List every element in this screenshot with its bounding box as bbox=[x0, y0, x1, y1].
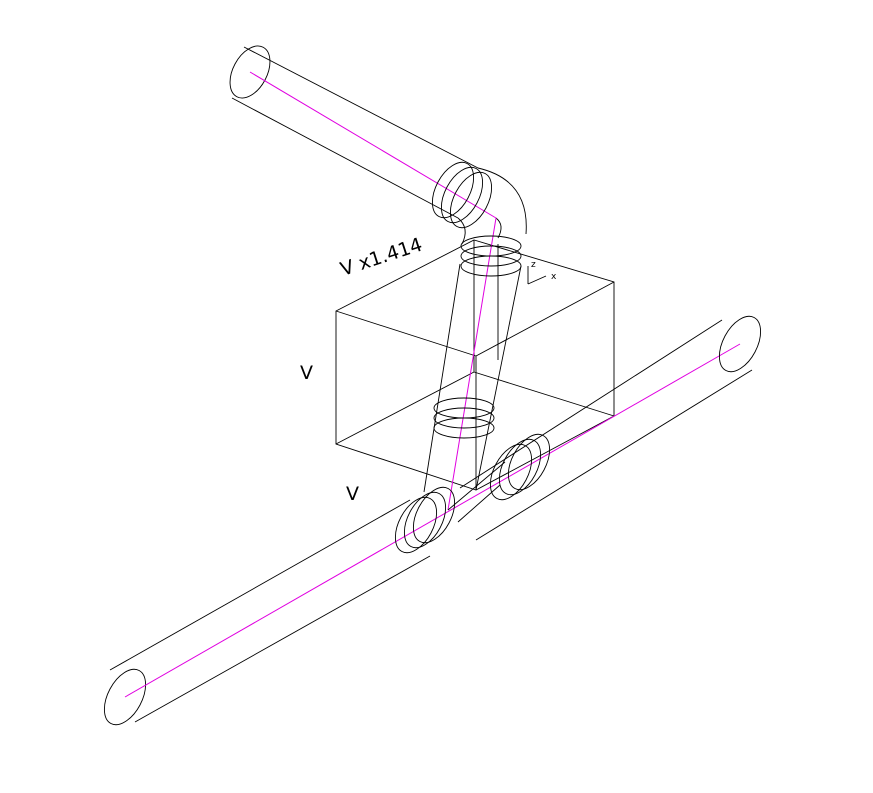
diagonal-pipe bbox=[423, 217, 522, 511]
lower-pipe-centerline bbox=[124, 343, 741, 698]
diagonal-pipe-centerline bbox=[447, 217, 497, 511]
upper-pipe-centerline bbox=[249, 71, 497, 219]
horizontal-dimension-label: V bbox=[346, 483, 359, 505]
diagonal-dimension-label: V x1.414 bbox=[338, 234, 425, 281]
vertical-dimension-label: V bbox=[300, 362, 313, 384]
axis-z-label: z bbox=[531, 260, 536, 270]
axis-x-label: x bbox=[551, 272, 557, 282]
elbow bbox=[457, 167, 527, 245]
axes-indicator: z x bbox=[527, 260, 557, 285]
lower-pipe bbox=[103, 315, 762, 726]
dimension-cube bbox=[335, 239, 615, 491]
upper-pipe bbox=[229, 45, 497, 229]
